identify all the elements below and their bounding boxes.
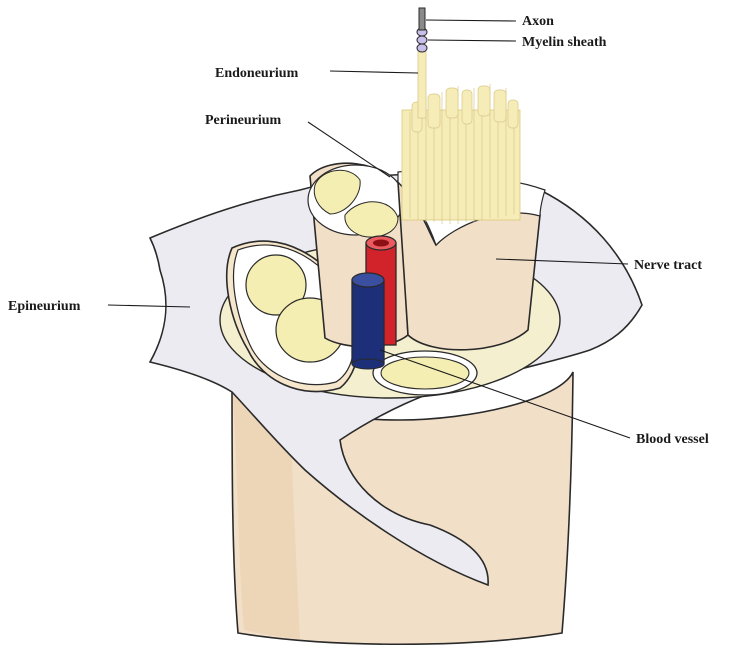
label-nerve-tract: Nerve tract xyxy=(634,258,702,273)
axon-rod-icon xyxy=(419,8,425,30)
label-perineurium: Perineurium xyxy=(205,113,282,128)
label-endoneurium: Endoneurium xyxy=(215,66,299,81)
label-myelin-sheath: Myelin sheath xyxy=(522,35,607,50)
label-epineurium: Epineurium xyxy=(8,299,81,314)
endoneurium-fiber xyxy=(418,48,426,118)
vein xyxy=(352,273,384,369)
label-blood-vessel: Blood vessel xyxy=(636,432,709,447)
fascicle-lower-right-core xyxy=(381,357,469,389)
leader-endoneurium xyxy=(330,71,418,73)
label-axon: Axon xyxy=(522,14,554,29)
myelin-segments-icon xyxy=(417,28,427,52)
leader-axon xyxy=(426,20,516,21)
leader-myelin xyxy=(428,40,516,41)
